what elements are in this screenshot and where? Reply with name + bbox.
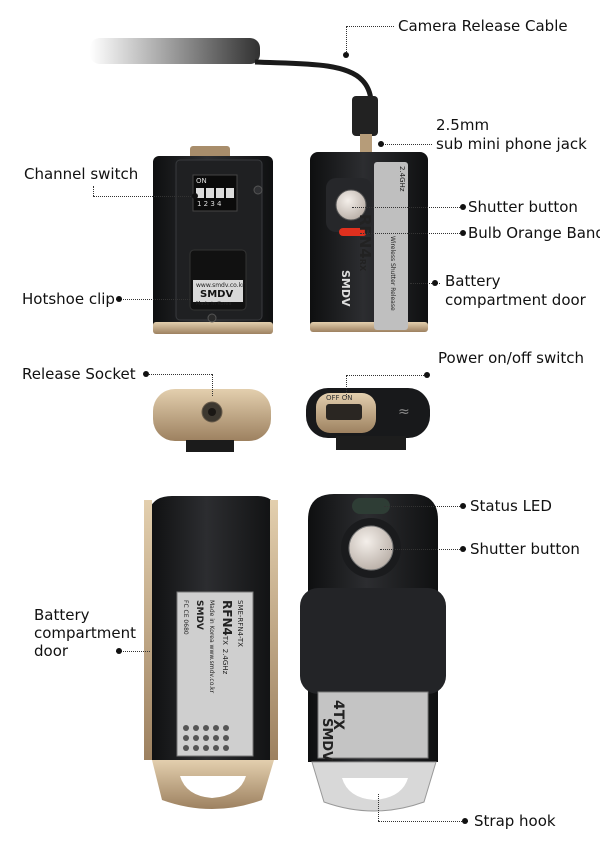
receiver-model: RFN4 bbox=[356, 214, 374, 259]
dot-status-led bbox=[460, 503, 466, 509]
leader-camera-release-cable bbox=[346, 26, 394, 27]
receiver-suffix: RX bbox=[358, 258, 367, 272]
label-status-led: Status LED bbox=[470, 497, 552, 515]
leader-battery-left bbox=[116, 651, 150, 652]
leader-shutter-bottom bbox=[380, 549, 466, 550]
receiver-brand-text: SMDV bbox=[339, 270, 352, 307]
label-battery-door-left-3: door bbox=[34, 642, 69, 660]
leader-power-switch bbox=[346, 375, 426, 376]
leader-power-switch-v bbox=[346, 375, 347, 397]
dot-hotshoe bbox=[116, 296, 122, 302]
leader-release-socket-v bbox=[212, 374, 213, 396]
dot-shutter-bottom bbox=[460, 546, 466, 552]
dot-jack bbox=[378, 141, 384, 147]
leader-battery-right bbox=[410, 283, 440, 284]
wireless-signal-icon: ≈ bbox=[398, 404, 410, 420]
receiver-front bbox=[310, 152, 428, 332]
label-channel-switch: Channel switch bbox=[24, 165, 139, 183]
dot-power-switch bbox=[424, 372, 430, 378]
label-battery-door-left-2: compartment bbox=[34, 624, 137, 642]
label-strap-hook: Strap hook bbox=[474, 812, 556, 830]
tx-fc: FC CE 0680 bbox=[182, 600, 189, 635]
leader-channel-switch-v bbox=[93, 186, 94, 196]
release-socket-view bbox=[153, 389, 271, 452]
tx-front-brand: SMDV bbox=[319, 718, 334, 762]
leader-strap-hook bbox=[378, 821, 468, 822]
label-jack-line1: 2.5mm bbox=[436, 116, 490, 134]
tx-suffix: TX bbox=[221, 635, 229, 645]
dip-on-text: ON bbox=[196, 177, 207, 185]
release-cable bbox=[90, 38, 378, 152]
receiver-model-text: RFN4RX bbox=[356, 214, 374, 271]
dip-numbers-text: 1 2 3 4 bbox=[197, 200, 222, 208]
dot-battery-left bbox=[116, 648, 122, 654]
label-power-switch: Power on/off switch bbox=[438, 349, 585, 367]
label-battery-door-left-1: Battery bbox=[34, 606, 90, 624]
leader-camera-release-cable-v bbox=[346, 26, 347, 54]
tx-sub: SME-RFN4-TX bbox=[236, 600, 244, 647]
label-battery-door-right-1: Battery bbox=[445, 272, 501, 290]
leader-strap-hook-v bbox=[378, 794, 379, 821]
dot-release-socket bbox=[143, 371, 149, 377]
dot-bulb-band bbox=[460, 230, 466, 236]
label-battery-door-right-2: compartment door bbox=[445, 291, 586, 309]
receiver-desc-text: Wireless Shutter Release bbox=[389, 236, 396, 311]
tx-freq: 2.4GHz bbox=[221, 648, 229, 675]
hotshoe-brand-text: SMDV bbox=[200, 289, 234, 300]
hotshoe-url-text: www.smdv.co.kr bbox=[196, 282, 245, 289]
transmitter-back bbox=[144, 496, 278, 809]
dot-battery-right bbox=[432, 280, 438, 286]
label-shutter-button-top: Shutter button bbox=[468, 198, 578, 216]
leader-bulb-band bbox=[360, 233, 464, 234]
leader-shutter-top bbox=[352, 207, 464, 208]
dot-strap-hook bbox=[462, 818, 468, 824]
tx-label-text: SME-RFN4-TX RFN4TX 2.4GHz Made in Korea … bbox=[179, 600, 246, 693]
tx-made: Made in Korea www.smdv.co.kr bbox=[208, 600, 215, 694]
tx-model: RFN4 bbox=[220, 600, 234, 636]
power-switch-view bbox=[306, 388, 430, 450]
transmitter-front bbox=[300, 494, 446, 812]
leader-hotshoe bbox=[116, 299, 190, 300]
receiver-freq-text: 2.4GHz bbox=[398, 166, 406, 192]
label-camera-release-cable: Camera Release Cable bbox=[398, 17, 568, 35]
dot-camera-release-cable bbox=[343, 52, 349, 58]
hotshoe-made-text: Made in Korea bbox=[196, 301, 232, 307]
tx-model-line: RFN4TX 2.4GHz bbox=[218, 600, 234, 693]
receiver-back bbox=[153, 146, 273, 334]
leader-status-led bbox=[384, 506, 466, 507]
leader-channel-switch bbox=[93, 196, 193, 197]
leader-release-socket bbox=[146, 374, 212, 375]
label-bulb-orange-band: Bulb Orange Band bbox=[468, 224, 600, 242]
tx-brand: SMDV bbox=[194, 600, 204, 630]
switch-label-text: OFF ON bbox=[326, 394, 353, 402]
label-jack-line2: sub mini phone jack bbox=[436, 135, 587, 153]
label-shutter-button-bottom: Shutter button bbox=[470, 540, 580, 558]
leader-jack bbox=[382, 144, 432, 145]
dot-shutter-top bbox=[460, 204, 466, 210]
dot-channel-switch bbox=[192, 193, 198, 199]
label-hotshoe-clip: Hotshoe clip bbox=[22, 290, 115, 308]
label-release-socket: Release Socket bbox=[22, 365, 136, 383]
